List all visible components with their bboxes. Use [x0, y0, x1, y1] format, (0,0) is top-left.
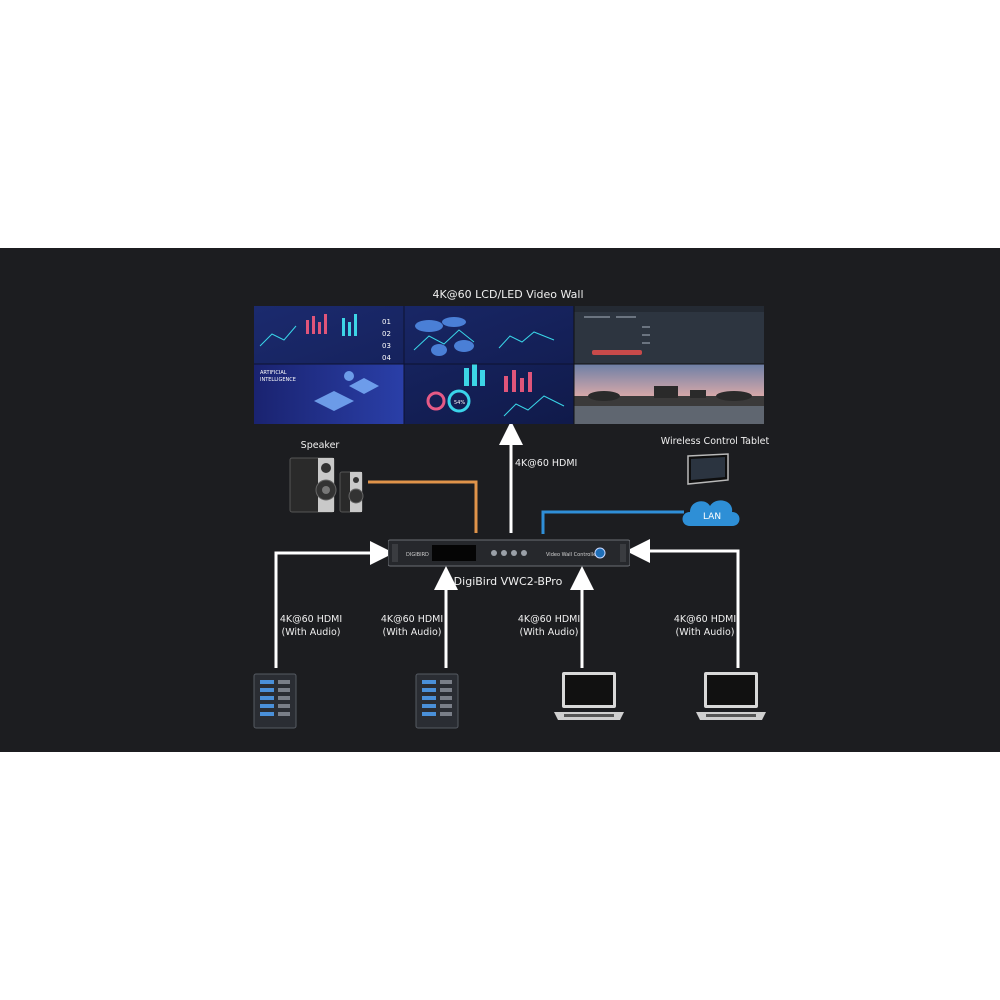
ai-text-line2: INTELLIGENCE: [260, 377, 296, 383]
input-label-4-line2: (With Audio): [675, 627, 735, 638]
input-label-3-line2: (With Audio): [519, 627, 579, 638]
server-icon-2: [415, 673, 459, 729]
input-label-1-line1: 4K@60 HDMI: [279, 614, 343, 625]
stat-label-2: 02: [382, 330, 391, 338]
input-label-1-line2: (With Audio): [281, 627, 341, 638]
input-arrow-1: [274, 541, 394, 668]
input-label-2: 4K@60 HDMI (With Audio): [381, 613, 443, 639]
speaker-label: Speaker: [300, 440, 340, 451]
lan-label: LAN: [703, 512, 721, 522]
hdmi-out-label: 4K@60 HDMI: [515, 458, 578, 469]
tablet-icon: [687, 453, 729, 485]
stat-label-3: 03: [382, 342, 391, 350]
server-icon-1: [253, 673, 297, 729]
video-wall-screens: 01 02 03 04 ARTIFICIAL INTELLIGENCE 54%: [254, 306, 764, 424]
lan-cloud-icon: LAN: [682, 500, 740, 526]
video-wall: 01 02 03 04 ARTIFICIAL INTELLIGENCE 54%: [254, 306, 764, 424]
controller-name: DigiBird VWC2-BPro: [453, 575, 563, 588]
input-label-4: 4K@60 HDMI (With Audio): [674, 613, 736, 639]
input-label-3: 4K@60 HDMI (With Audio): [518, 613, 580, 639]
connection-lines: [274, 421, 740, 668]
stat-label-1: 01: [382, 318, 391, 326]
stat-label-4: 04: [382, 354, 391, 362]
input-label-3-line1: 4K@60 HDMI: [517, 614, 581, 625]
speaker-icon: [289, 457, 364, 513]
controller-panel-text: Video Wall Controller: [546, 552, 599, 558]
video-wall-label: 4K@60 LCD/LED Video Wall: [432, 288, 584, 301]
audio-line: [368, 480, 478, 533]
laptop-icon-1: [554, 672, 624, 720]
input-label-4-line1: 4K@60 HDMI: [673, 614, 737, 625]
pct-text: 54%: [454, 400, 465, 406]
controller-logo-text: DIGIBIRD: [406, 552, 429, 558]
input-arrow-4: [626, 539, 740, 668]
lan-line: [541, 510, 684, 534]
laptop-icon-2: [696, 672, 766, 720]
tablet-label: Wireless Control Tablet: [660, 436, 770, 447]
ai-text-line1: ARTIFICIAL: [260, 370, 287, 376]
input-label-1: 4K@60 HDMI (With Audio): [280, 613, 342, 639]
diagram-stage: 4K@60 LCD/LED Video Wall: [0, 248, 1000, 752]
input-label-2-line1: 4K@60 HDMI: [380, 614, 444, 625]
input-label-2-line2: (With Audio): [382, 627, 442, 638]
controller-device: DIGIBIRD Video Wall Controller: [388, 539, 630, 567]
